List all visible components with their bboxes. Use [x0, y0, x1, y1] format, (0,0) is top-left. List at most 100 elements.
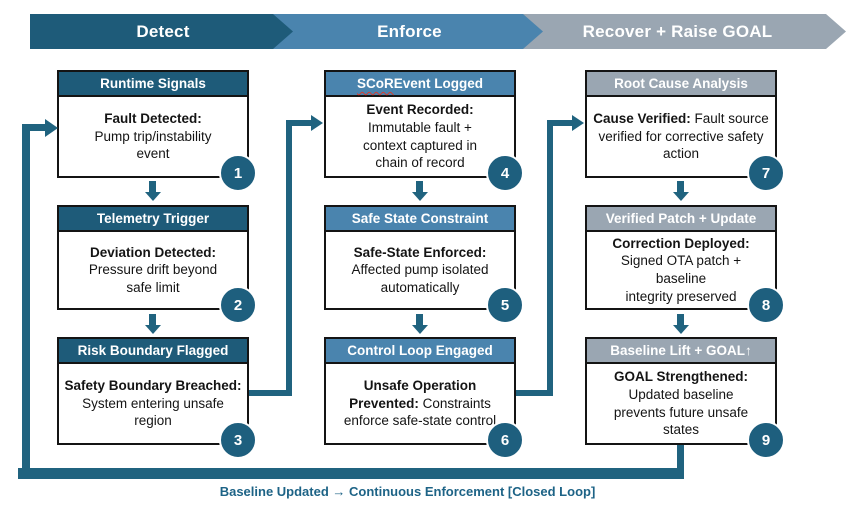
box-lead-text: Deviation Detected:: [89, 244, 216, 260]
box-lead-text: GOAL Strengthened:: [613, 369, 748, 385]
box-lead-text: Safe-State Enforced:: [353, 244, 487, 260]
box-safe-state-constraint: Safe State Constraint Safe-State Enforce…: [324, 205, 524, 324]
box-body: Cause Verified: Fault source verified fo…: [587, 97, 775, 176]
stage-chevron-enforce: Enforce: [273, 14, 546, 49]
closed-loop-caption: Baseline Updated → Continuous Enforcemen…: [219, 484, 596, 499]
arrow-down-shaft: [149, 314, 156, 326]
step-number: 2: [233, 296, 243, 314]
step-number: 9: [761, 431, 771, 449]
box-root-cause-analysis: Root Cause Analysis Cause Verified: Faul…: [585, 70, 785, 192]
box-runtime-signals: Runtime Signals Fault Detected: Pump tri…: [57, 70, 257, 192]
box-header: Baseline Lift + GOAL↑: [587, 339, 775, 364]
box-rest-text: Immutable fault + context captured in ch…: [362, 119, 478, 171]
box-lead-text: Safety Boundary Breached:: [64, 378, 242, 394]
box-body: Correction Deployed: Signed OTA patch + …: [587, 232, 775, 308]
arrow-down-shaft: [416, 314, 423, 326]
box-body: Event Recorded: Immutable fault + contex…: [326, 97, 514, 176]
box-header: SCoR Event Logged: [326, 72, 514, 97]
step-badge: 9: [747, 421, 785, 459]
box-rest-text: Pressure drift beyond safe limit: [88, 262, 218, 295]
box-title: Event Logged: [393, 76, 483, 91]
box-header: Control Loop Engaged: [326, 339, 514, 364]
box-title: Telemetry Trigger: [96, 211, 210, 226]
box-lead-text: Correction Deployed:: [612, 235, 750, 251]
step-badge: 7: [747, 154, 785, 192]
connector-detect-enforce-top: [286, 120, 312, 126]
connector-enforce-recover-vertical: [547, 120, 553, 396]
step-number: 7: [761, 164, 771, 182]
connector-detect-enforce-vertical: [286, 120, 292, 396]
step-badge: 4: [486, 154, 524, 192]
step-badge: 3: [219, 421, 257, 459]
box-rest-text: System entering unsafe region: [82, 395, 224, 429]
step-badge: 8: [747, 286, 785, 324]
box-body: Safety Boundary Breached: System enterin…: [59, 364, 247, 443]
box-telemetry-trigger: Telemetry Trigger Deviation Detected: Pr…: [57, 205, 257, 324]
spellcheck-underlined-word: SCoR: [356, 76, 394, 91]
box-header: Telemetry Trigger: [59, 207, 247, 232]
box-risk-boundary-flagged: Risk Boundary Flagged Safety Boundary Br…: [57, 337, 257, 459]
box-scor-event-logged: SCoR Event Logged Event Recorded: Immuta…: [324, 70, 524, 192]
arrow-right-icon: [311, 115, 323, 131]
step-number: 8: [761, 296, 771, 314]
arrow-down-icon: [412, 325, 428, 334]
box-lead-text: Event Recorded:: [366, 102, 474, 118]
box-body: Safe-State Enforced: Affected pump isola…: [326, 232, 514, 308]
box-rest-text: Signed OTA patch + baseline integrity pr…: [620, 253, 742, 304]
arrow-down-shaft: [677, 314, 684, 326]
arrow-down-shaft: [416, 181, 423, 193]
box-control-loop-engaged: Control Loop Engaged Unsafe Operation Pr…: [324, 337, 524, 459]
box-rest-text: Constraints enforce safe-state control: [343, 395, 497, 429]
box-title: Baseline Lift + GOAL↑: [610, 343, 752, 358]
box-rest-text: Fault source verified for corrective saf…: [598, 111, 769, 162]
loop-line-from-box9: [677, 445, 684, 479]
step-badge: 1: [219, 154, 257, 192]
box-title: Control Loop Engaged: [347, 343, 493, 358]
step-number: 3: [233, 431, 243, 449]
step-number: 1: [233, 164, 243, 182]
connector-enforce-recover-bottom: [516, 390, 553, 396]
step-badge: 6: [486, 421, 524, 459]
arrow-down-icon: [145, 192, 161, 201]
box-lead-text: Unsafe Operation Prevented:: [349, 378, 477, 411]
loop-line-bottom: [18, 468, 684, 479]
box-lead-text: Fault Detected:: [104, 111, 202, 127]
arrow-down-icon: [673, 192, 689, 201]
arrow-down-shaft: [149, 181, 156, 193]
box-title: Safe State Constraint: [351, 211, 489, 226]
box-header: Risk Boundary Flagged: [59, 339, 247, 364]
box-rest-text: Pump trip/instability event: [94, 128, 212, 162]
stage-label: Enforce: [377, 21, 442, 41]
loop-arrow-right-icon: [45, 119, 58, 137]
box-header: Runtime Signals: [59, 72, 247, 97]
step-number: 5: [500, 296, 510, 314]
box-body: Unsafe Operation Prevented: Constraints …: [326, 364, 514, 443]
connector-detect-enforce-bottom: [249, 390, 292, 396]
box-header: Verified Patch + Update: [587, 207, 775, 232]
arrow-down-icon: [412, 192, 428, 201]
stage-chevron-recover: Recover + Raise GOAL: [523, 14, 846, 49]
box-body: Fault Detected: Pump trip/instability ev…: [59, 97, 247, 176]
loop-line-left: [22, 124, 30, 479]
step-badge: 5: [486, 286, 524, 324]
box-title: Risk Boundary Flagged: [77, 343, 229, 358]
arrow-down-shaft: [677, 181, 684, 193]
connector-enforce-recover-top: [547, 120, 573, 126]
stage-chevron-detect: Detect: [30, 14, 296, 49]
arrow-down-icon: [673, 325, 689, 334]
step-number: 4: [500, 164, 510, 182]
box-body: Deviation Detected: Pressure drift beyon…: [59, 232, 247, 308]
box-header: Safe State Constraint: [326, 207, 514, 232]
stage-label: Detect: [136, 21, 190, 41]
arrow-right-icon: [572, 115, 584, 131]
box-title: Root Cause Analysis: [614, 76, 748, 91]
box-baseline-lift-goal: Baseline Lift + GOAL↑ GOAL Strengthened:…: [585, 337, 785, 459]
step-number: 6: [500, 431, 510, 449]
stage-label: Recover + Raise GOAL: [582, 21, 773, 41]
arrow-down-icon: [145, 325, 161, 334]
box-rest-text: Affected pump isolated automatically: [351, 262, 489, 295]
box-body: GOAL Strengthened: Updated baseline prev…: [587, 364, 775, 443]
loop-line-top-shaft: [22, 124, 46, 131]
box-header: Root Cause Analysis: [587, 72, 775, 97]
